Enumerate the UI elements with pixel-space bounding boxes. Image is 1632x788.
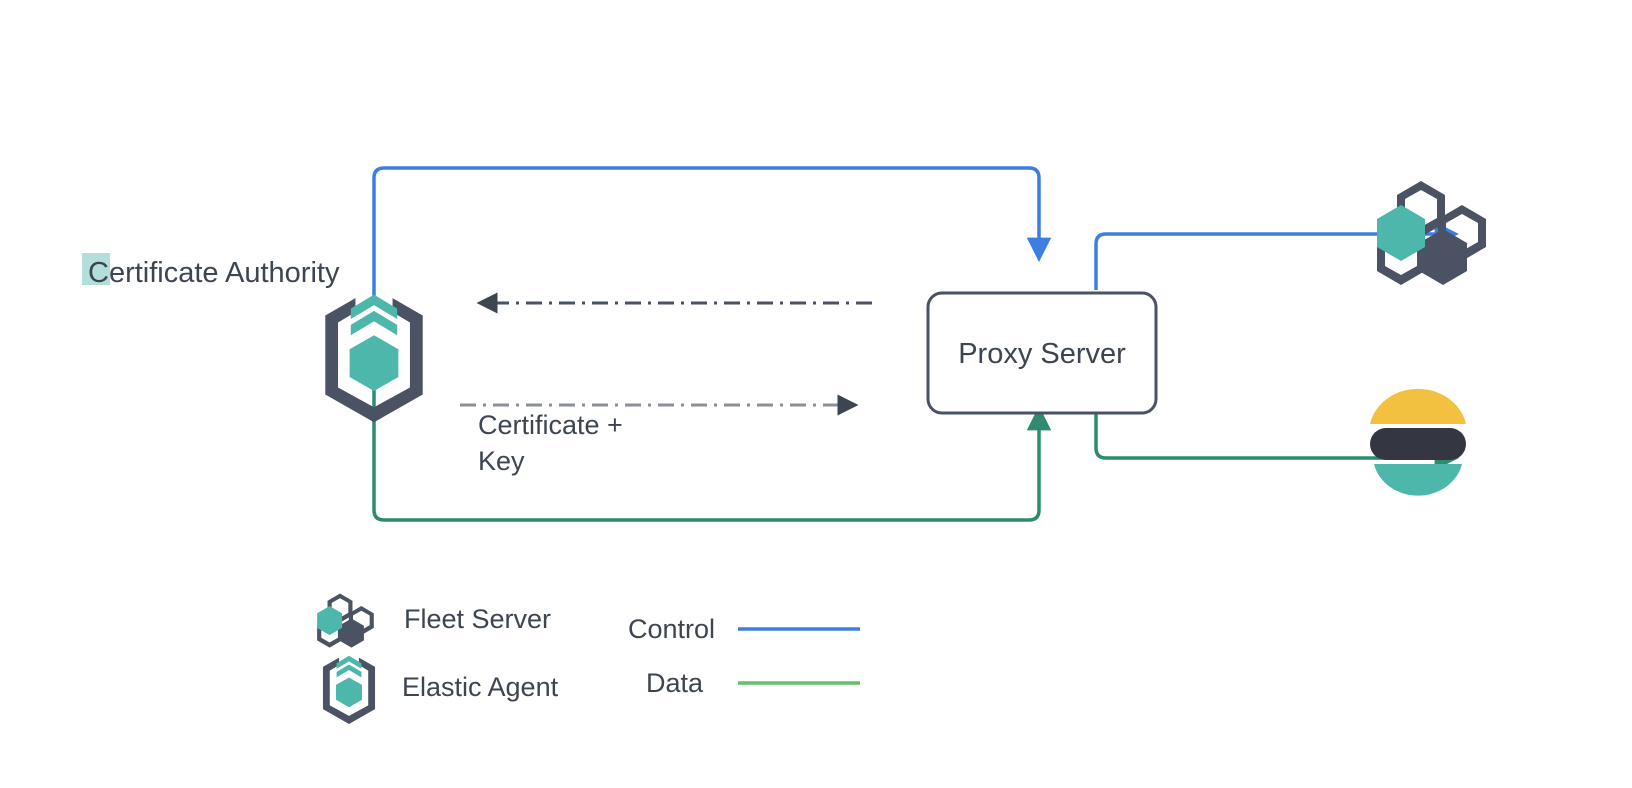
elastic-agent-icon — [325, 294, 423, 423]
node-fleet-server[interactable] — [1377, 181, 1486, 285]
agent-chevron-top — [350, 294, 398, 320]
fleet-hex-center-teal — [1377, 205, 1425, 261]
proxy-fleet-path — [1094, 221, 1460, 290]
legend-fleet-hex-bottomright-filled — [338, 618, 364, 648]
edge-ca-to-proxy-control — [372, 166, 1052, 300]
certificate-authority-label-group: Certificate Authority — [82, 253, 340, 289]
proxy-server-box[interactable] — [926, 291, 1158, 415]
agent-chevron-bottom — [350, 310, 398, 336]
agent-core-hex — [349, 335, 399, 391]
node-elasticsearch[interactable] — [1370, 388, 1466, 496]
proxy-server-label: Proxy Server — [958, 338, 1126, 370]
legend-fleet-hex-center-teal — [317, 606, 343, 636]
legend-agent-core-hex — [335, 677, 363, 708]
legend-agent-chevron-top — [336, 655, 362, 669]
elasticsearch-icon — [1370, 388, 1466, 496]
edge-proxy-to-elasticsearch-data — [1094, 380, 1460, 471]
legend-icon-fleet-server — [317, 593, 374, 648]
fleet-server-icon — [1377, 181, 1486, 285]
edge-ca-to-proxy-data — [372, 378, 1052, 522]
edge-label-certificate-line1: Certificate + — [478, 410, 623, 440]
edge-label-certificate-line2: Key — [478, 446, 525, 476]
legend-agent-chevron-bottom — [336, 664, 362, 678]
agent-outline — [325, 298, 423, 423]
control-edge-path — [372, 166, 1052, 300]
fleet-hex-bottomright-filled — [1419, 229, 1467, 285]
data-edge-path — [372, 378, 1052, 522]
proxy-es-path — [1094, 380, 1460, 471]
legend-icon-elastic-agent — [322, 655, 376, 724]
legend-label-data: Data — [646, 668, 704, 698]
legend-label-fleet-server: Fleet Server — [404, 604, 551, 634]
legend-label-elastic-agent: Elastic Agent — [402, 672, 559, 702]
es-arc-yellow — [1370, 388, 1466, 424]
node-proxy-server[interactable]: Proxy Server — [926, 291, 1158, 415]
es-bar-dark — [1370, 428, 1466, 460]
certificate-authority-label: Certificate Authority — [88, 257, 340, 289]
es-arc-teal — [1374, 464, 1462, 496]
text-selection-highlight — [82, 253, 110, 285]
legend-label-control: Control — [628, 614, 715, 644]
legend-agent-outline — [322, 657, 376, 724]
node-certificate-authority[interactable] — [325, 294, 423, 423]
edge-proxy-to-fleet-control — [1094, 221, 1460, 290]
edge-ca-to-proxy-cert: Certificate + Key — [460, 394, 859, 476]
